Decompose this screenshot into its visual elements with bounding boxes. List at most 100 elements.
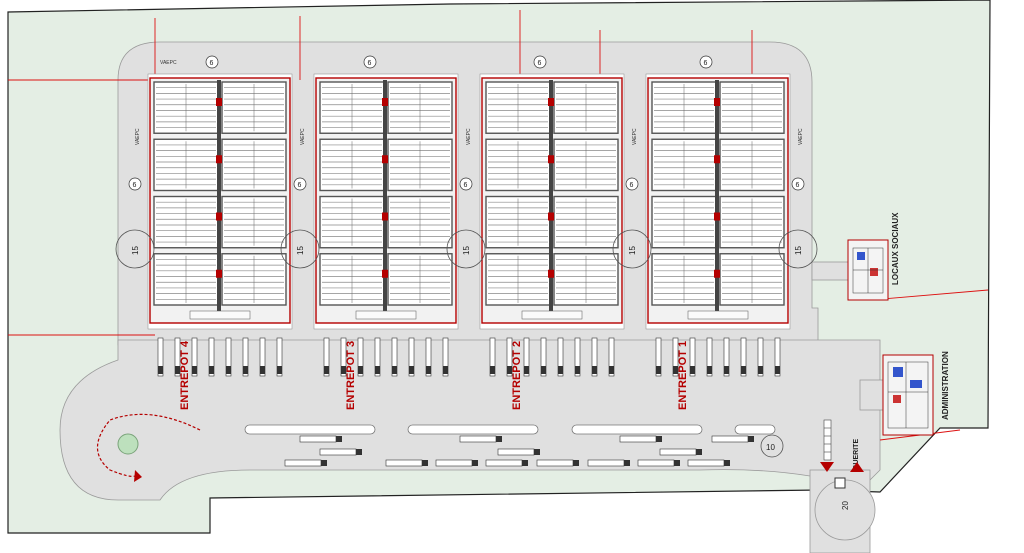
- truck-cab: [277, 366, 282, 374]
- marker-circle: [459, 177, 473, 191]
- fire-door: [216, 155, 222, 164]
- administration-building: [882, 354, 934, 436]
- road-label: VAEPC: [300, 128, 306, 145]
- marker-circle: [612, 229, 652, 269]
- trailer: [536, 459, 574, 467]
- truck-cab: [656, 366, 661, 374]
- width-marker-small: 6: [791, 177, 805, 191]
- marker-circle: [280, 229, 320, 269]
- truck-bay: [489, 337, 496, 377]
- marker-circle: [205, 55, 219, 69]
- tractor: [624, 460, 630, 466]
- office-strip: [189, 310, 251, 320]
- fire-door: [216, 269, 222, 278]
- width-marker-large: 15: [446, 229, 486, 269]
- truck-bay: [408, 337, 415, 377]
- marker-value: 6: [133, 182, 137, 189]
- staff-parking: [823, 419, 832, 461]
- office-strip: [355, 310, 417, 320]
- marker-value: 6: [298, 182, 302, 189]
- parked-truck: [459, 435, 502, 443]
- trailer: [284, 459, 322, 467]
- trailer: [497, 448, 535, 456]
- gate-arrow-left: [820, 462, 834, 472]
- road-label: VAEPC: [135, 128, 141, 145]
- parked-truck: [299, 435, 342, 443]
- width-marker-large: 15: [612, 229, 652, 269]
- turnaround-arrow-path: [97, 413, 201, 477]
- fire-wall: [383, 80, 387, 315]
- turnaround-dimension-circle: [760, 434, 784, 458]
- fire-door: [714, 212, 720, 221]
- truck-bay: [425, 337, 432, 377]
- gate-arrow-right: [850, 462, 864, 472]
- fire-door: [382, 212, 388, 221]
- width-marker-small: 6: [625, 177, 639, 191]
- truck-cab: [243, 366, 248, 374]
- tractor: [496, 436, 502, 442]
- marker-value: 6: [368, 60, 372, 67]
- truck-bay: [591, 337, 598, 377]
- width-marker-small: 6: [128, 177, 142, 191]
- turnaround-island: [117, 433, 139, 455]
- truck-cab: [260, 366, 265, 374]
- perimeter-road: [117, 41, 819, 346]
- truck-bay: [557, 337, 564, 377]
- warehouse: [479, 73, 625, 330]
- truck-bay: [391, 337, 398, 377]
- marker-value: 6: [704, 60, 708, 67]
- parked-truck: [319, 448, 362, 456]
- fire-wall: [549, 80, 553, 315]
- truck-bay: [225, 337, 232, 377]
- truck-parking: [157, 337, 781, 467]
- tractor: [422, 460, 428, 466]
- width-marker-small: 6: [293, 177, 307, 191]
- fire-door: [382, 98, 388, 106]
- trailer: [659, 448, 697, 456]
- turnaround-dimension: 10: [766, 443, 775, 452]
- truck-bay: [655, 337, 662, 377]
- office-strip: [687, 310, 749, 320]
- truck-bay: [442, 337, 449, 377]
- tractor: [656, 436, 662, 442]
- truck-cab: [490, 366, 495, 374]
- truck-cab: [775, 366, 780, 374]
- truck-bay: [174, 337, 181, 377]
- truck-cab: [758, 366, 763, 374]
- trailer: [711, 435, 749, 443]
- marker-value: 6: [796, 182, 800, 189]
- truck-cab: [175, 366, 180, 374]
- truck-bay: [774, 337, 781, 377]
- truck-cab: [375, 366, 380, 374]
- truck-bay: [723, 337, 730, 377]
- truck-bay: [706, 337, 713, 377]
- marker-value: 6: [210, 60, 214, 67]
- marker-value: 6: [630, 182, 634, 189]
- truck-bay: [276, 337, 283, 377]
- fire-door: [548, 269, 554, 278]
- truck-bay: [574, 337, 581, 377]
- tractor: [472, 460, 478, 466]
- marker-circle: [446, 229, 486, 269]
- truck-bay: [672, 337, 679, 377]
- turnaround-arrow-head: [134, 470, 142, 482]
- truck-cab: [226, 366, 231, 374]
- tractor: [522, 460, 528, 466]
- marker-value: 6: [538, 60, 542, 67]
- marker-value: 15: [628, 246, 637, 255]
- trailer: [385, 459, 423, 467]
- parked-truck: [619, 435, 662, 443]
- truck-cab: [158, 366, 163, 374]
- fire-door: [216, 212, 222, 221]
- parked-truck: [687, 459, 730, 467]
- truck-cab: [192, 366, 197, 374]
- truck-cab: [392, 366, 397, 374]
- parked-truck: [385, 459, 428, 467]
- truck-cab: [341, 366, 346, 374]
- warehouse: [645, 73, 791, 330]
- parked-truck: [659, 448, 702, 456]
- tractor: [336, 436, 342, 442]
- truck-cab: [707, 366, 712, 374]
- truck-bay: [191, 337, 198, 377]
